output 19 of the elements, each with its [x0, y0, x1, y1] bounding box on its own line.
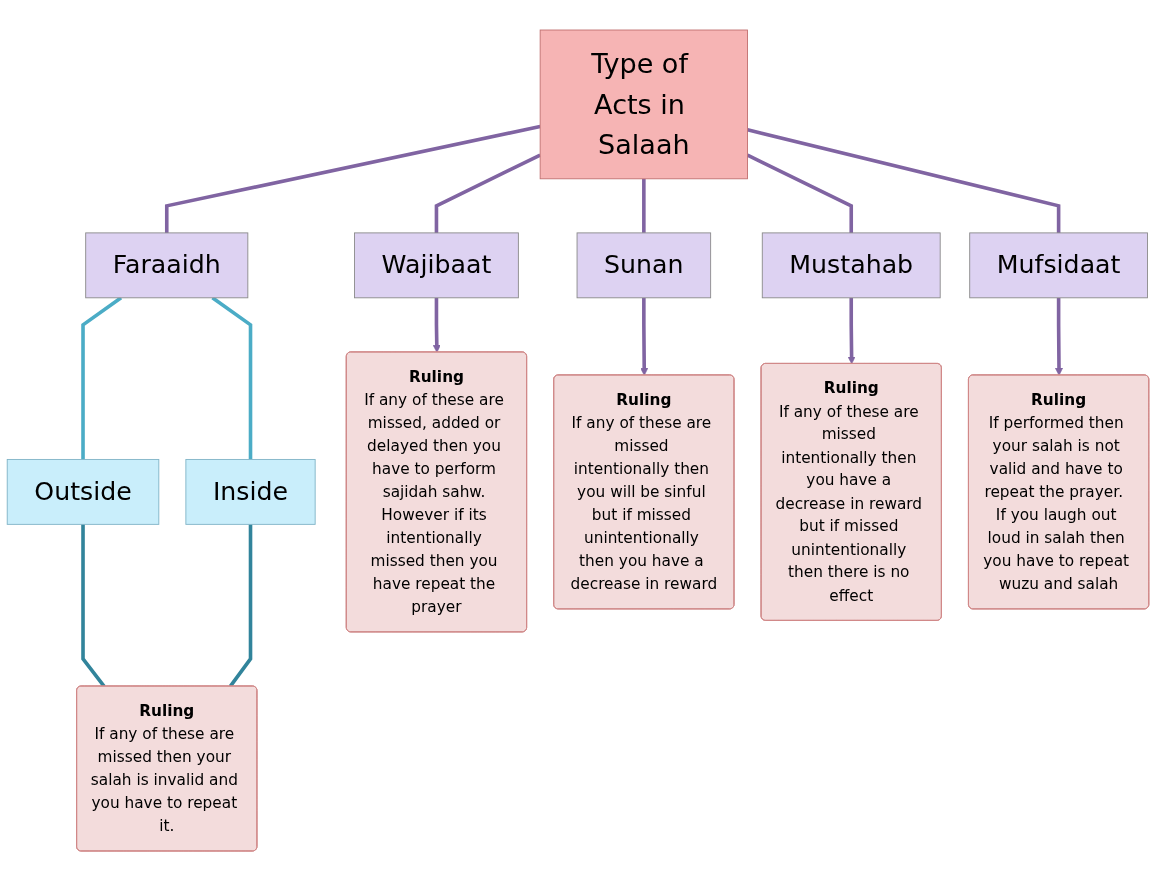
node-box: Sunan: [576, 232, 712, 299]
node-box: Mufsidaat: [969, 232, 1148, 299]
connector: [642, 178, 646, 233]
connector: [211, 296, 253, 460]
node-box: Inside: [185, 459, 316, 525]
arrow: [847, 297, 856, 365]
node-box: Outside: [6, 459, 160, 525]
connector: [746, 153, 854, 233]
node-box: Mustahab: [761, 232, 941, 299]
arrow: [1055, 297, 1063, 376]
connector: [434, 153, 541, 233]
node-box: Type of Acts in Salaah: [539, 29, 748, 180]
node-box: Wajibaat: [354, 232, 519, 299]
connector: [164, 124, 541, 233]
node-box: Faraaidh: [85, 232, 249, 299]
arrow: [640, 297, 649, 376]
connector: [81, 296, 123, 460]
arrow: [432, 297, 441, 353]
connector: [747, 128, 1061, 233]
